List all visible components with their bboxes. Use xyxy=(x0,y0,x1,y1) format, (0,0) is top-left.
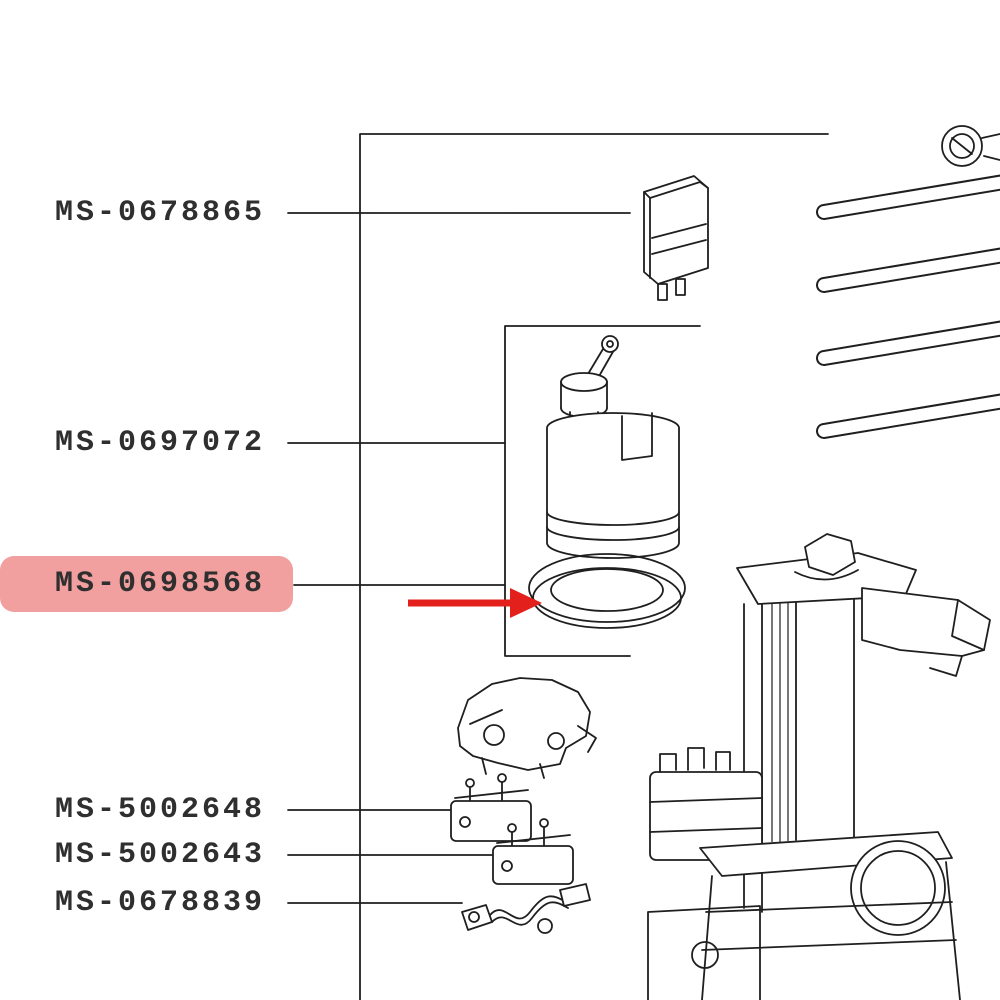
machine-body-drawing xyxy=(647,533,991,1000)
rods-drawing xyxy=(816,174,1000,439)
part-label-ms-0698568-highlighted: MS-0698568 xyxy=(0,556,294,612)
callout-bracket-main xyxy=(359,133,829,1000)
part-drawing-ms-0678865 xyxy=(643,175,709,301)
part-drawing-ms-0697072 xyxy=(546,335,680,559)
pointer-arrow xyxy=(408,588,542,618)
callout-bracket-valve xyxy=(504,325,701,657)
screw-cap-drawing xyxy=(941,125,1000,167)
part-label-ms-0697072: MS-0697072 xyxy=(55,426,266,460)
part-label-ms-5002648: MS-5002648 xyxy=(55,793,266,827)
part-drawing-ms-0698568 xyxy=(528,553,686,629)
part-label-ms-0678839: MS-0678839 xyxy=(55,886,266,920)
part-drawing-ms-5002648 xyxy=(450,773,532,842)
part-label-ms-5002643: MS-5002643 xyxy=(55,838,266,872)
part-drawing-ms-0678839 xyxy=(461,883,591,934)
support-bracket-drawing xyxy=(457,677,597,779)
part-drawing-ms-5002643 xyxy=(492,818,574,885)
part-label-ms-0678865: MS-0678865 xyxy=(55,196,266,230)
